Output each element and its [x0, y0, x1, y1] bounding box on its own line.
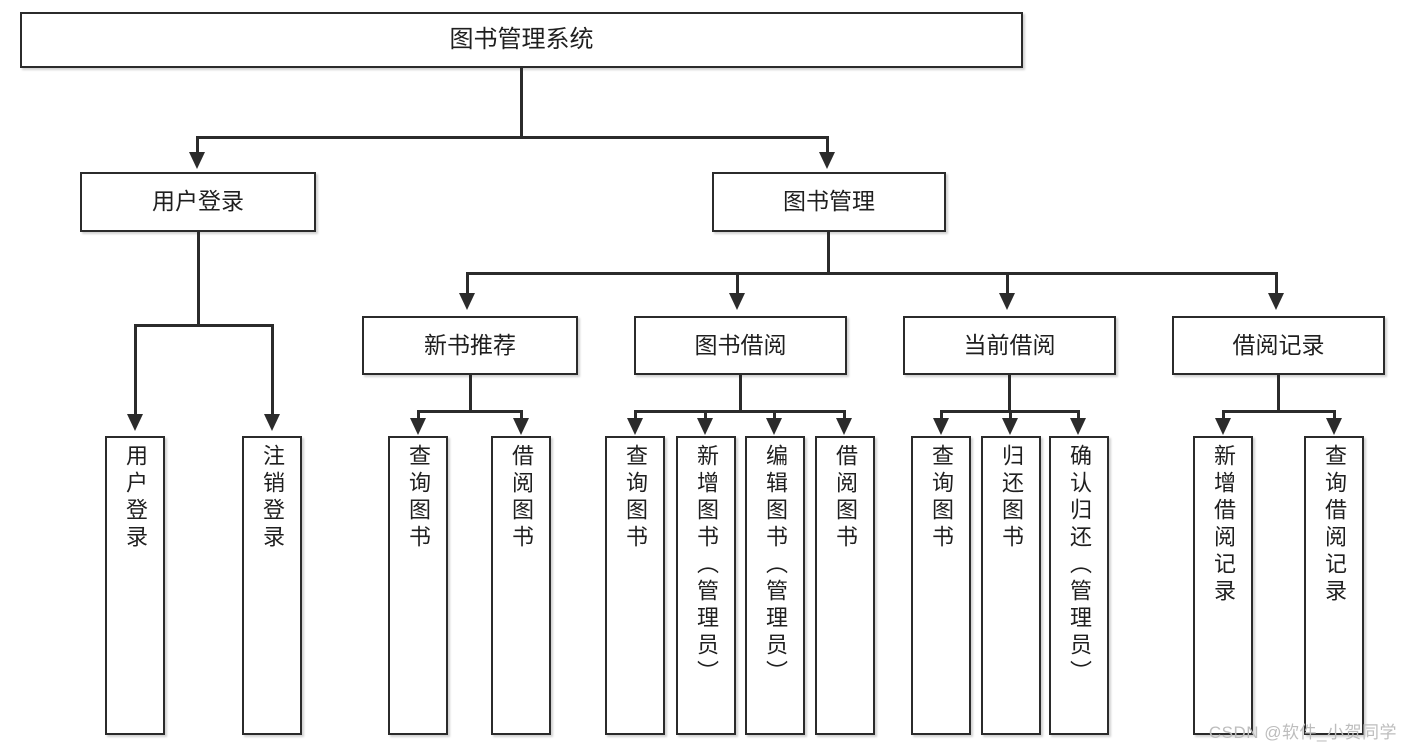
arrowhead-leaf-rec-query — [410, 418, 426, 435]
arrowhead-leaf-user-logout — [264, 414, 280, 431]
arrowhead-leaf-rec-borrow — [513, 418, 529, 435]
node-new-book-rec-label: 新书推荐 — [424, 331, 516, 358]
node-leaf-rec-borrow-label: 借阅图书 — [509, 444, 534, 552]
node-leaf-cur-confirm-label: 确认归还（管理员） — [1067, 444, 1092, 687]
node-leaf-rec-query[interactable]: 查询图书 — [388, 436, 448, 735]
node-leaf-borrow-add-label: 新增图书（管理员） — [694, 444, 719, 687]
node-current-borrow-label: 当前借阅 — [963, 331, 1056, 358]
connector-drop-leaf-borrow-edit — [773, 410, 776, 424]
connector-drop-borrow-record — [1275, 272, 1278, 300]
arrowhead-user-login — [189, 152, 205, 169]
connector-user-login-bus — [134, 324, 274, 327]
connector-drop-leaf-borrow-lend — [843, 410, 846, 424]
connector-drop-leaf-cur-confirm — [1077, 410, 1080, 424]
node-user-login-label: 用户登录 — [152, 188, 244, 215]
node-leaf-borrow-add[interactable]: 新增图书（管理员） — [676, 436, 736, 735]
node-leaf-borrow-lend[interactable]: 借阅图书 — [815, 436, 875, 735]
node-leaf-cur-return-label: 归还图书 — [999, 444, 1024, 552]
node-leaf-borrow-query-label: 查询图书 — [623, 444, 648, 552]
connector-drop-leaf-rec-borrow — [520, 410, 523, 424]
connector-book-borrow-stem — [739, 375, 742, 412]
node-leaf-user-logout-label: 注销登录 — [260, 444, 285, 552]
connector-user-login-stem — [197, 232, 200, 326]
node-new-book-rec[interactable]: 新书推荐 — [362, 316, 578, 375]
node-leaf-borrow-edit[interactable]: 编辑图书（管理员） — [745, 436, 805, 735]
node-user-login[interactable]: 用户登录 — [80, 172, 316, 232]
connector-drop-book-manage — [826, 136, 829, 158]
arrowhead-book-manage — [819, 152, 835, 169]
connector-new-book-rec-stem — [469, 375, 472, 412]
connector-drop-leaf-rec-query — [417, 410, 420, 424]
node-root-label: 图书管理系统 — [449, 25, 594, 53]
watermark-text: CSDN @软件_小贺同学 — [1208, 723, 1397, 742]
node-leaf-user-login-label: 用户登录 — [123, 444, 148, 552]
connector-drop-leaf-cur-return — [1009, 410, 1012, 424]
connector-drop-leaf-rec-add — [1222, 410, 1225, 424]
node-leaf-user-logout[interactable]: 注销登录 — [242, 436, 302, 735]
arrowhead-leaf-cur-confirm — [1070, 418, 1086, 435]
connector-root-stem — [520, 68, 523, 138]
node-leaf-rec-query-label: 查询图书 — [406, 444, 431, 552]
node-borrow-record-label: 借阅记录 — [1232, 331, 1325, 358]
arrowhead-leaf-rec-query-record — [1326, 418, 1342, 435]
connector-new-book-rec-bus — [417, 410, 523, 413]
connector-drop-leaf-borrow-add — [704, 410, 707, 424]
arrowhead-borrow-record — [1268, 293, 1284, 310]
node-leaf-borrow-edit-label: 编辑图书（管理员） — [763, 444, 788, 687]
node-leaf-cur-confirm[interactable]: 确认归还（管理员） — [1049, 436, 1109, 735]
connector-drop-leaf-cur-query — [940, 410, 943, 424]
connector-drop-leaf-user-login — [134, 324, 137, 420]
node-leaf-rec-query-record-label: 查询借阅记录 — [1322, 444, 1347, 606]
connector-book-borrow-bus — [634, 410, 846, 413]
connector-current-borrow-stem — [1008, 375, 1011, 412]
arrowhead-leaf-borrow-edit — [766, 418, 782, 435]
connector-level3-bus — [466, 272, 1278, 275]
node-leaf-cur-return[interactable]: 归还图书 — [981, 436, 1041, 735]
arrowhead-new-book-rec — [459, 293, 475, 310]
arrowhead-leaf-borrow-lend — [836, 418, 852, 435]
connector-drop-leaf-user-logout — [271, 324, 274, 420]
connector-drop-current-borrow — [1006, 272, 1009, 300]
node-book-borrow-label: 图书借阅 — [694, 331, 787, 358]
node-leaf-rec-add[interactable]: 新增借阅记录 — [1193, 436, 1253, 735]
connector-drop-book-borrow — [736, 272, 739, 300]
node-leaf-cur-query[interactable]: 查询图书 — [911, 436, 971, 735]
node-leaf-borrow-lend-label: 借阅图书 — [833, 444, 858, 552]
connector-borrow-record-stem — [1277, 375, 1280, 412]
connector-drop-user-login — [196, 136, 199, 158]
node-current-borrow[interactable]: 当前借阅 — [903, 316, 1116, 375]
arrowhead-current-borrow — [999, 293, 1015, 310]
arrowhead-book-borrow — [729, 293, 745, 310]
node-book-borrow[interactable]: 图书借阅 — [634, 316, 847, 375]
node-root[interactable]: 图书管理系统 — [20, 12, 1023, 68]
node-book-manage-label: 图书管理 — [783, 188, 875, 215]
connector-borrow-record-bus — [1222, 410, 1336, 413]
connector-book-manage-stem — [827, 232, 830, 274]
arrowhead-leaf-borrow-query — [627, 418, 643, 435]
connector-drop-leaf-borrow-query — [634, 410, 637, 424]
arrowhead-leaf-borrow-add — [697, 418, 713, 435]
arrowhead-leaf-rec-add — [1215, 418, 1231, 435]
node-leaf-cur-query-label: 查询图书 — [929, 444, 954, 552]
node-leaf-rec-query-record[interactable]: 查询借阅记录 — [1304, 436, 1364, 735]
node-leaf-rec-borrow[interactable]: 借阅图书 — [491, 436, 551, 735]
arrowhead-leaf-cur-return — [1002, 418, 1018, 435]
node-leaf-borrow-query[interactable]: 查询图书 — [605, 436, 665, 735]
node-borrow-record[interactable]: 借阅记录 — [1172, 316, 1385, 375]
connector-drop-leaf-rec-query-record — [1333, 410, 1336, 424]
connector-level2-bus — [196, 136, 828, 139]
node-book-manage[interactable]: 图书管理 — [712, 172, 946, 232]
connector-drop-new-book-rec — [466, 272, 469, 300]
arrowhead-leaf-cur-query — [933, 418, 949, 435]
node-leaf-rec-add-label: 新增借阅记录 — [1211, 444, 1236, 606]
arrowhead-leaf-user-login — [127, 414, 143, 431]
node-leaf-user-login[interactable]: 用户登录 — [105, 436, 165, 735]
